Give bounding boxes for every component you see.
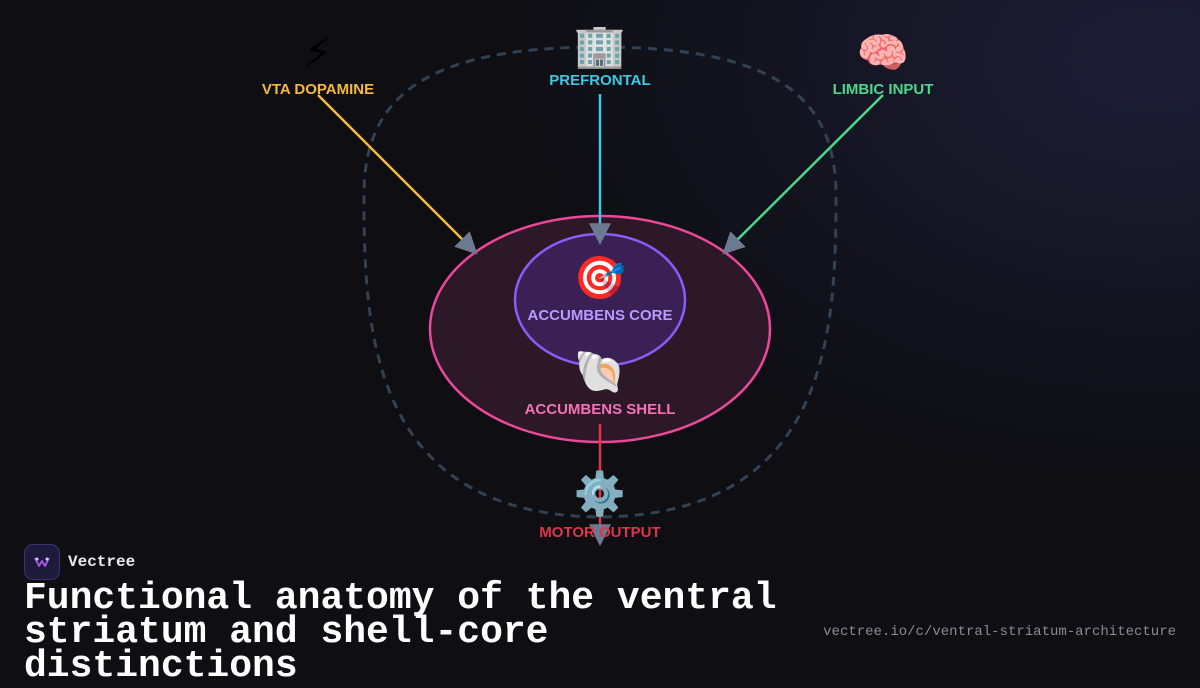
source-url: vectree.io/c/ventral-striatum-architectu…	[823, 624, 1176, 640]
prefrontal-label: PREFRONTAL	[549, 72, 650, 89]
lightning-icon: ⚡	[303, 28, 333, 77]
vta-to-shell-edge	[317, 94, 478, 255]
brand: Vectree	[24, 544, 135, 580]
target-icon: 🎯	[574, 253, 626, 302]
limbic-input-label: LIMBIC INPUT	[833, 81, 934, 98]
shell-icon: 🐚	[574, 347, 626, 396]
building-icon: 🏢	[574, 21, 626, 70]
limbic-to-shell-edge	[722, 94, 884, 255]
brand-name: Vectree	[68, 553, 136, 571]
page-title: Functional anatomy of the ventral striat…	[24, 577, 777, 688]
vta-dopamine-label: VTA DOPAMINE	[262, 81, 374, 98]
accumbens-shell-label: ACCUMBENS SHELL	[525, 401, 676, 418]
accumbens-core-label: ACCUMBENS CORE	[527, 307, 672, 324]
brain-icon: 🧠	[857, 28, 909, 77]
gear-icon: ⚙️	[574, 469, 626, 518]
vectree-logo-icon	[24, 544, 60, 580]
striatum-boundary	[362, 45, 838, 519]
motor-output-label: MOTOR OUTPUT	[539, 524, 660, 541]
